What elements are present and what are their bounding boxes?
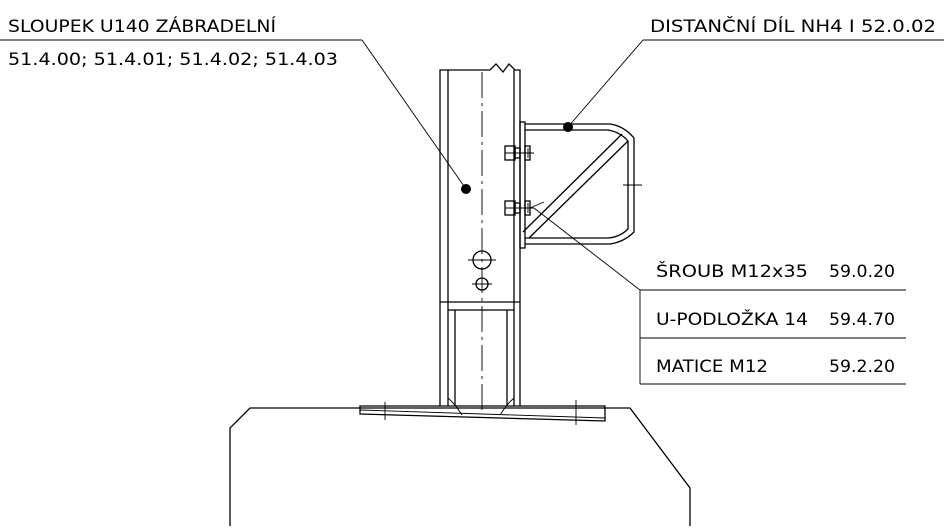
spacer-bracket-inner: [525, 129, 629, 239]
post-leader-dot: [461, 184, 471, 194]
concrete-base-outline: [229, 407, 691, 526]
bolt-lower: [504, 200, 534, 216]
spacer-label: DISTANČNÍ DÍL NH4 I 52.0.02: [650, 15, 936, 37]
base-plate: [359, 405, 606, 422]
post-hole-large: [468, 250, 496, 270]
post-hole-small: [472, 277, 492, 291]
bolt-leader-line: [533, 207, 641, 291]
base-plate-chamfer: [359, 409, 606, 419]
bolt-leader-arrow-tick: [529, 201, 545, 209]
post-codes-label: 51.4.00; 51.4.01; 51.4.02; 51.4.03: [8, 50, 338, 70]
bolt-upper: [504, 145, 534, 161]
parts-row-2-code: 59.4.70: [829, 310, 895, 330]
parts-table: ŠROUB M12x35 59.0.20 U-PODLOŽKA 14 59.4.…: [639, 260, 906, 385]
spacer-diagonal-outer: [528, 140, 629, 239]
post-leader-line: [361, 39, 467, 190]
post-u140: [439, 63, 521, 416]
parts-row-1-name: ŠROUB M12x35: [656, 260, 808, 282]
spacer-leader-dot: [563, 122, 573, 132]
spacer-diagonal-inner: [522, 133, 623, 233]
parts-row-3-code: 59.2.20: [829, 357, 895, 377]
post-name-label: SLOUPEK U140 ZÁBRADELNÍ: [8, 15, 276, 37]
parts-row-3-name: MATICE M12: [656, 357, 768, 377]
spacer-leader-line: [567, 39, 644, 128]
parts-row-2-name: U-PODLOŽKA 14: [656, 308, 808, 330]
parts-row-1-code: 59.0.20: [829, 262, 895, 282]
spacer-plate: [519, 121, 526, 249]
